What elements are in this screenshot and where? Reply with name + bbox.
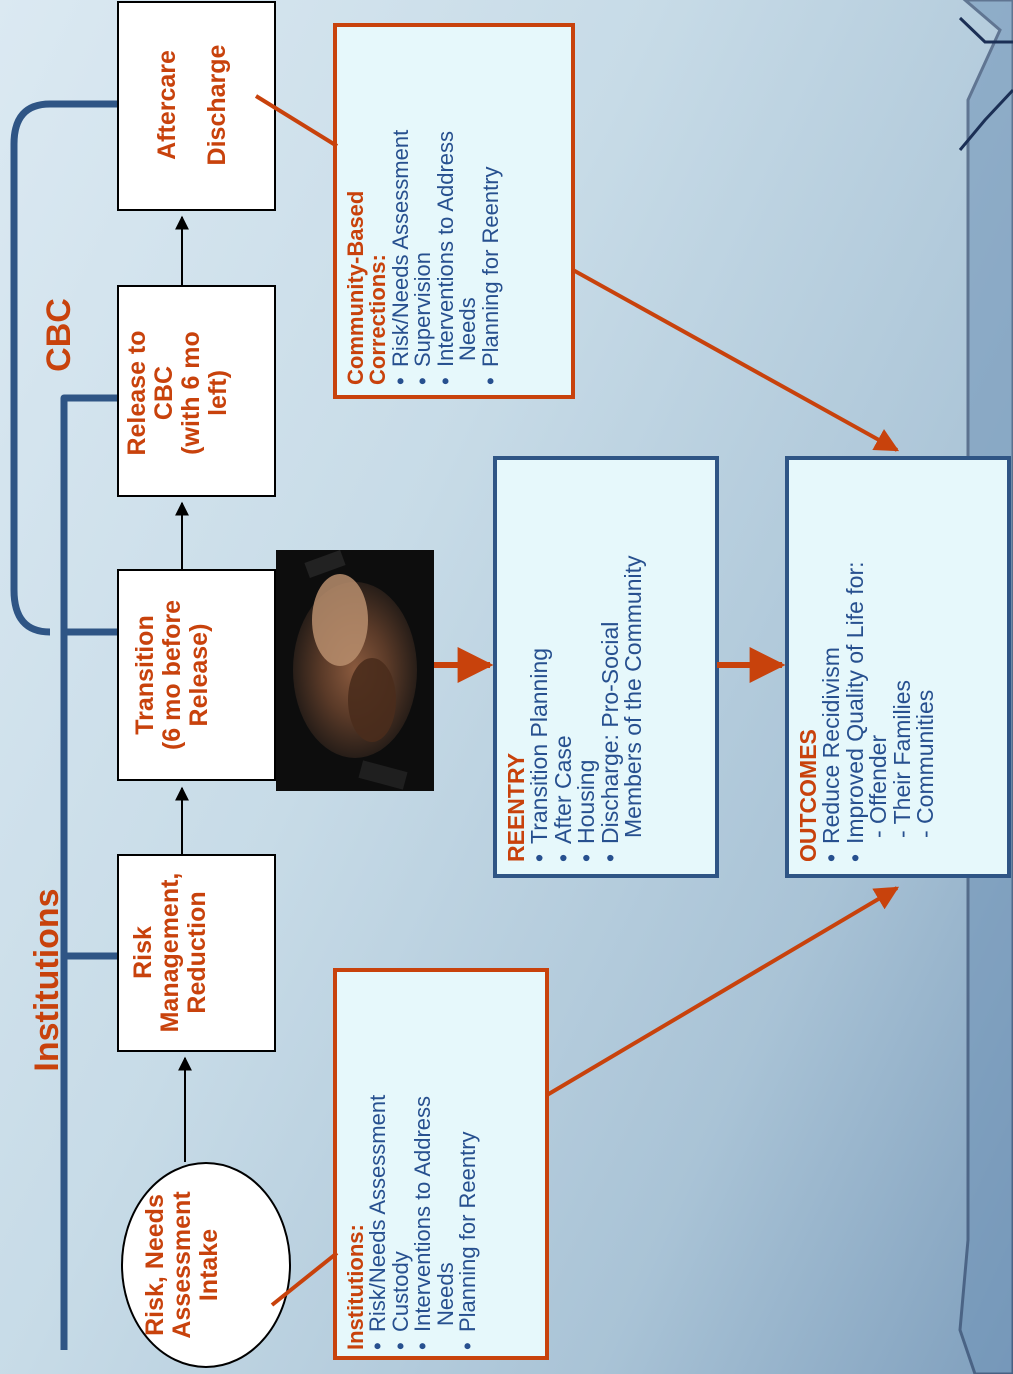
aftercare-box xyxy=(117,1,276,211)
list-item: Risk/Needs Assessment xyxy=(388,35,413,385)
list-item: Housing xyxy=(573,467,599,862)
risk-management-box xyxy=(117,854,276,1052)
list-item: Needs xyxy=(455,297,481,361)
list-item: Interventions to Address xyxy=(433,35,458,385)
cbc-label: CBC xyxy=(40,298,78,372)
transition-box xyxy=(117,569,276,781)
reentry-panel-text: REENTRY Transition Planning After Case H… xyxy=(503,467,647,862)
cbc-panel-heading-line2: Corrections: xyxy=(365,254,391,385)
arrow-institutions-panel-to-outcomes xyxy=(545,886,900,1097)
list-item: Risk/Needs Assessment xyxy=(365,980,390,1350)
intake-ellipse xyxy=(121,1162,291,1368)
list-item: - Communities xyxy=(912,689,939,838)
outcomes-panel-text: OUTCOMES Reduce Recidivism Improved Qual… xyxy=(795,467,939,862)
connector-aftercare-to-cbc-panel xyxy=(254,94,339,148)
cbc-panel-heading-line1: Community-Based xyxy=(343,190,368,385)
cbc-bracket xyxy=(10,100,118,636)
institutions-panel-text: Institutions: Risk/Needs Assessment Cust… xyxy=(343,980,480,1350)
list-item: Planning for Reentry xyxy=(455,980,480,1350)
institutions-label: Institutions xyxy=(28,888,66,1072)
institutions-bracket xyxy=(60,394,118,1350)
list-item: Planning for Reentry xyxy=(478,35,503,385)
list-item: Supervision xyxy=(410,35,435,385)
list-item: Transition Planning xyxy=(526,467,552,862)
handshake-photo xyxy=(276,549,434,791)
reentry-panel-heading: REENTRY xyxy=(503,752,529,862)
list-item: Members of the Community xyxy=(620,555,647,838)
arrow-cbc-panel-to-outcomes xyxy=(572,268,900,452)
list-item: After Case xyxy=(550,467,576,862)
cbc-panel-text: Community-Based Corrections: Risk/Needs … xyxy=(343,35,503,385)
background-shape-edge xyxy=(958,16,1013,151)
connector-intake-to-institutions-panel xyxy=(270,1251,339,1307)
institutions-panel-heading: Institutions: xyxy=(343,1224,368,1350)
list-item: Needs xyxy=(432,1262,458,1326)
list-item: Interventions to Address xyxy=(410,980,435,1350)
release-box xyxy=(117,285,276,497)
list-item: Discharge: Pro-Social xyxy=(597,467,623,862)
list-item: Improved Quality of Life for: xyxy=(842,467,868,862)
list-item: Custody xyxy=(388,980,413,1350)
outcomes-panel-heading: OUTCOMES xyxy=(795,729,821,862)
list-item: - Offender xyxy=(865,734,892,838)
list-item: Reduce Recidivism xyxy=(818,467,844,862)
list-item: - Their Families xyxy=(888,679,915,838)
